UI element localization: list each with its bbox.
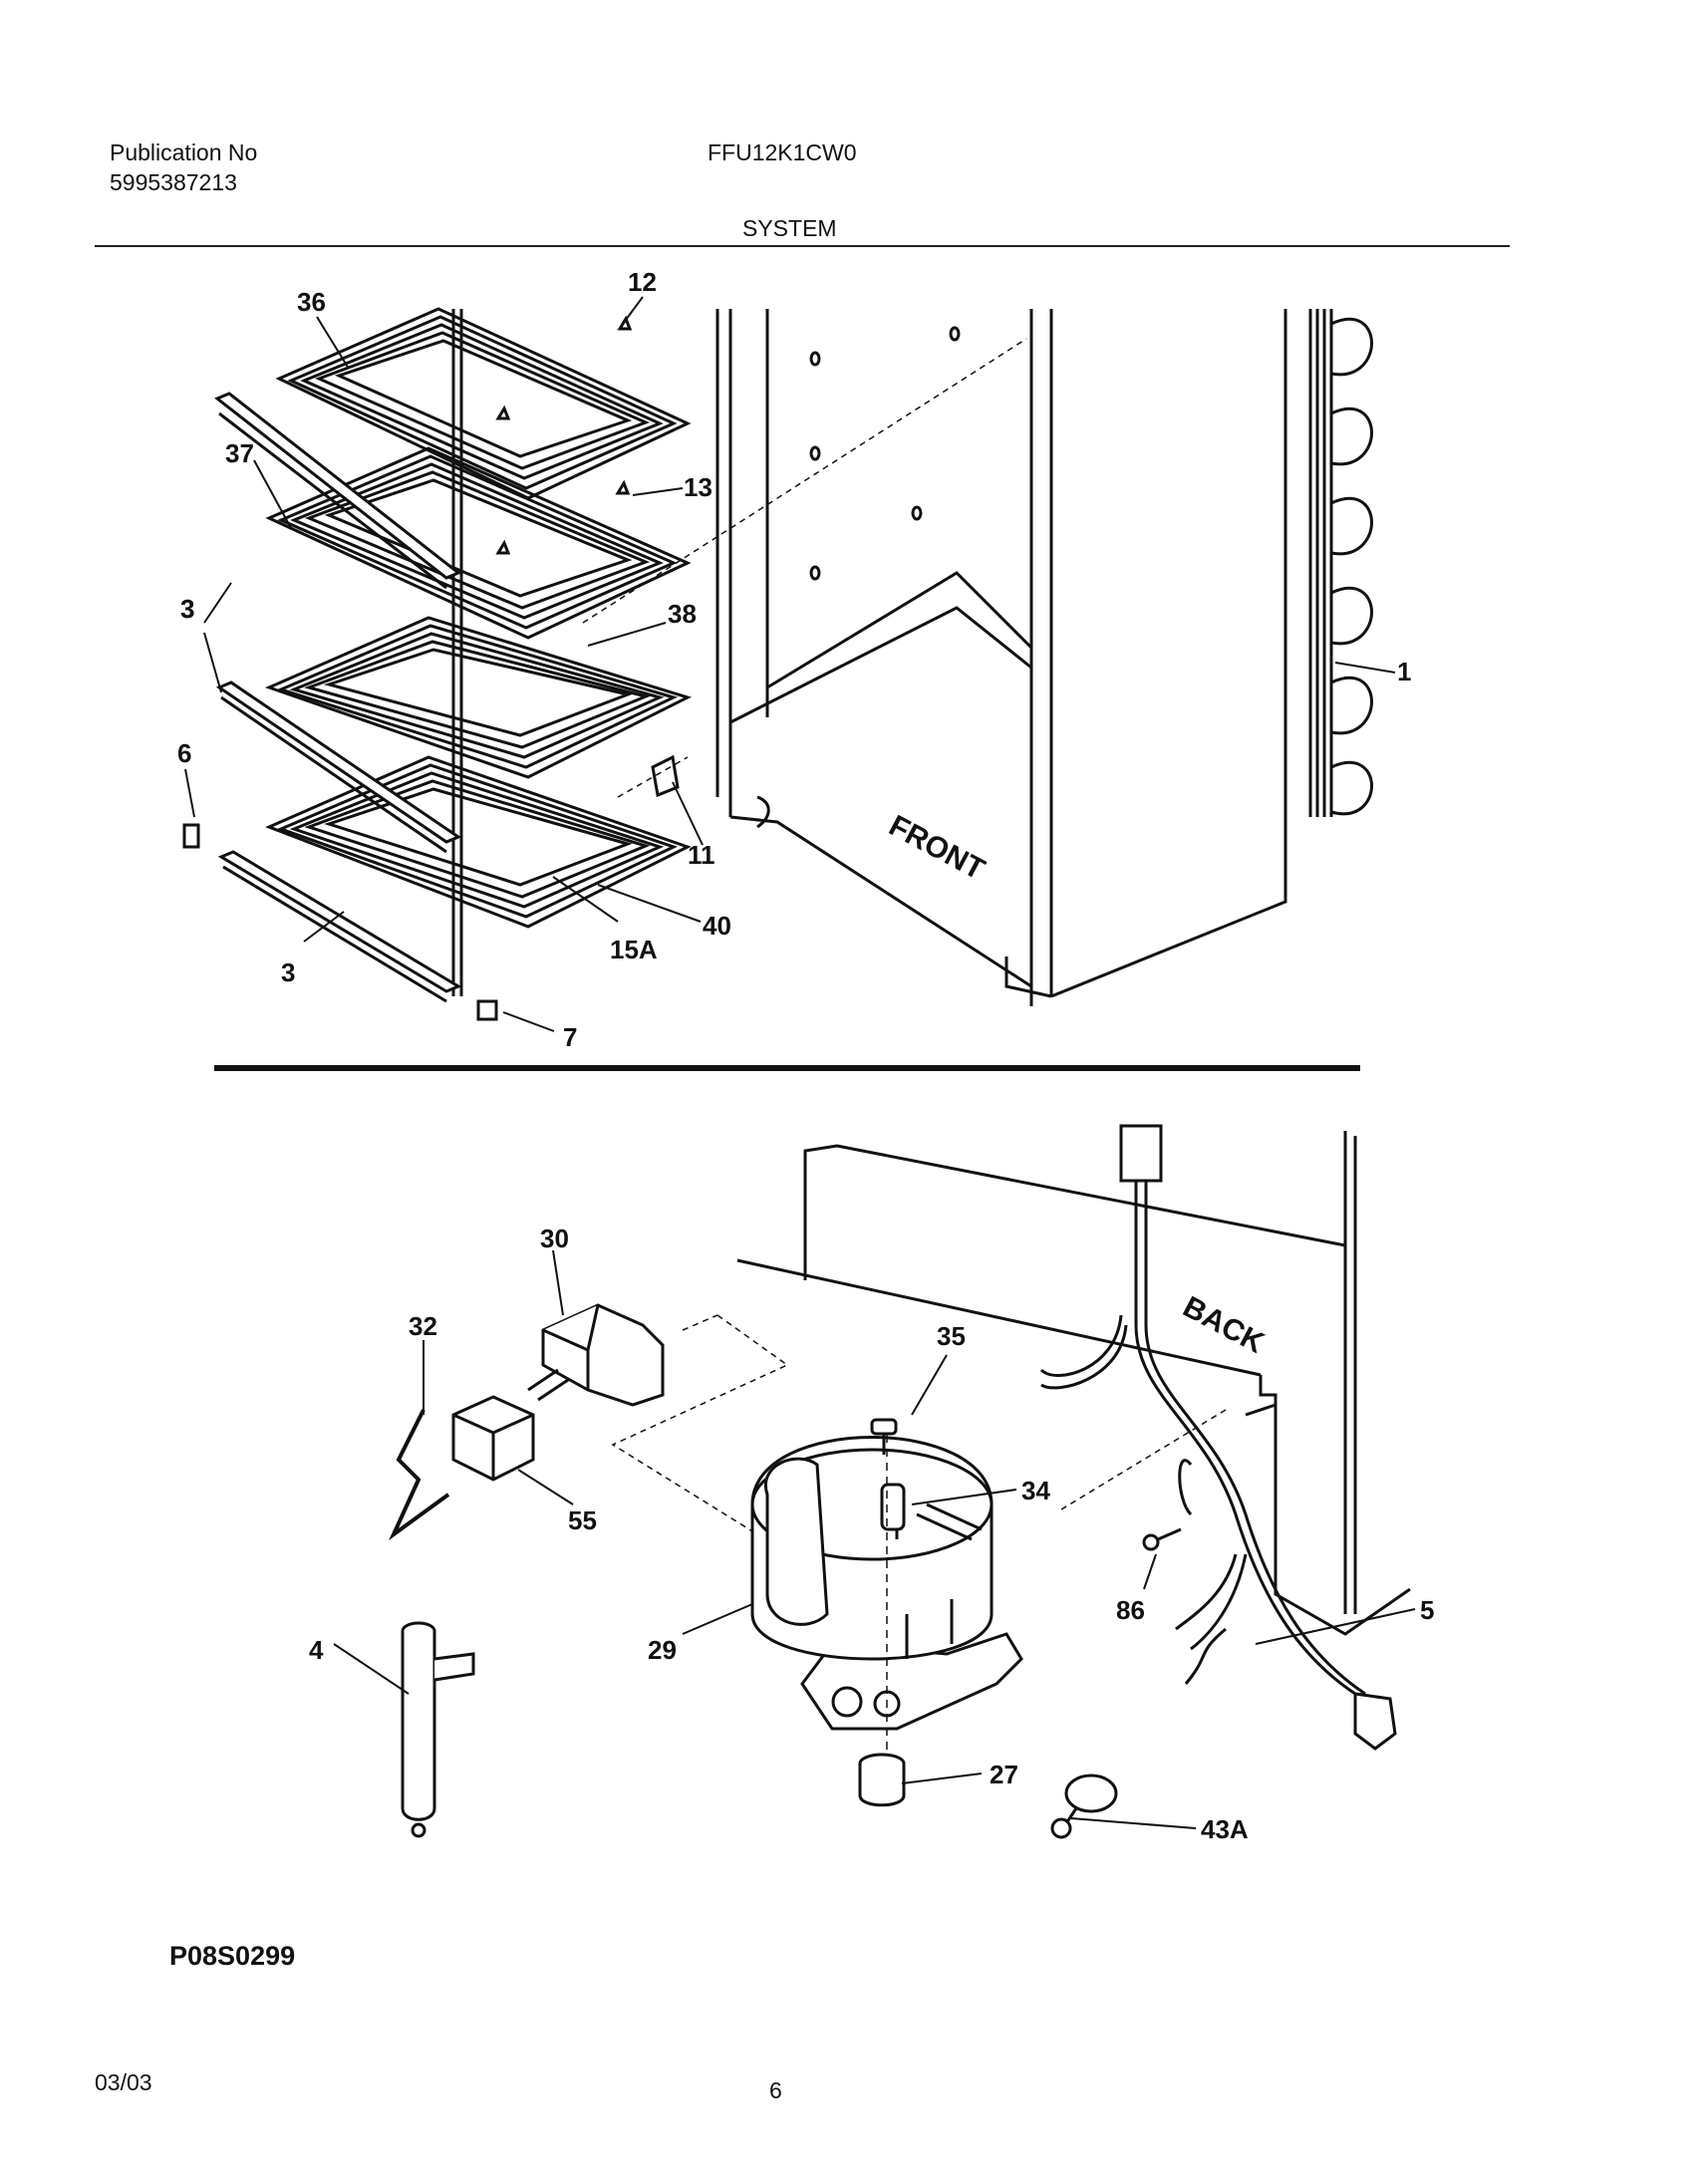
callout-55: 55 <box>568 1505 597 1535</box>
condenser-coil <box>1308 309 1373 817</box>
callout-3: 3 <box>281 957 295 987</box>
callout-34: 34 <box>1021 1476 1050 1505</box>
callout-43a: 43A <box>1201 1814 1249 1844</box>
section-divider <box>214 1065 1360 1071</box>
cabinet-top-view <box>582 309 1287 1006</box>
clamp <box>1050 1773 1118 1839</box>
model-number: FFU12K1CW0 <box>708 139 857 165</box>
shelf-36 <box>275 307 692 500</box>
callout-11: 11 <box>688 840 715 870</box>
callout-3: 3 <box>180 594 194 624</box>
shelf-37 <box>265 446 692 640</box>
cabinet-bottom-view <box>611 1131 1411 1636</box>
callout-13: 13 <box>684 472 712 502</box>
callout-37: 37 <box>225 438 254 468</box>
publication-number: 5995387213 <box>110 169 237 195</box>
callout-38: 38 <box>668 599 697 629</box>
grommet <box>858 1753 906 1807</box>
header-rule <box>95 245 1510 247</box>
callout-29: 29 <box>648 1635 677 1665</box>
compressor <box>750 1418 1023 1731</box>
relay-overload <box>527 1303 665 1407</box>
callout-32: 32 <box>409 1311 437 1341</box>
shelf-assembly <box>264 307 693 996</box>
publication-label: Publication No <box>110 139 258 165</box>
callout-4: 4 <box>309 1635 324 1665</box>
callout-30: 30 <box>540 1224 569 1253</box>
callout-6: 6 <box>177 738 191 768</box>
bottom-callouts: 30 32 35 34 55 86 5 29 4 27 43A <box>309 1224 1434 1844</box>
callout-27: 27 <box>990 1760 1018 1789</box>
back-label: BACK <box>1178 1290 1270 1360</box>
shelf-38 <box>264 616 693 779</box>
bottom-leader-lines <box>333 1249 1416 1829</box>
capacitor <box>451 1395 535 1482</box>
callout-15a: 15A <box>610 935 658 964</box>
shelf-guides <box>214 392 462 1003</box>
publication-date: 03/03 <box>95 2069 152 2095</box>
callout-5: 5 <box>1420 1595 1434 1625</box>
wire-clip <box>389 1409 450 1541</box>
top-callouts: 36 12 37 13 3 38 1 6 11 3 40 15A 3 7 <box>177 267 1411 1052</box>
drier <box>401 1621 475 1838</box>
callout-35: 35 <box>937 1321 966 1351</box>
drawing-code: P08S0299 <box>169 1941 296 1971</box>
callout-12: 12 <box>628 267 657 297</box>
page-number: 6 <box>769 2077 782 2103</box>
front-label: FRONT <box>884 809 991 887</box>
callout-86: 86 <box>1116 1595 1145 1625</box>
callout-40: 40 <box>703 911 731 941</box>
power-cord <box>1039 1124 1397 1751</box>
callout-1: 1 <box>1397 657 1411 686</box>
shelf-40 <box>265 755 692 929</box>
top-leader-lines <box>184 296 1396 1032</box>
callout-36: 36 <box>297 287 326 317</box>
section-title: SYSTEM <box>742 215 837 241</box>
callout-3: 3 <box>180 594 194 624</box>
screw <box>1142 1527 1182 1551</box>
callout-7: 7 <box>563 1022 577 1052</box>
